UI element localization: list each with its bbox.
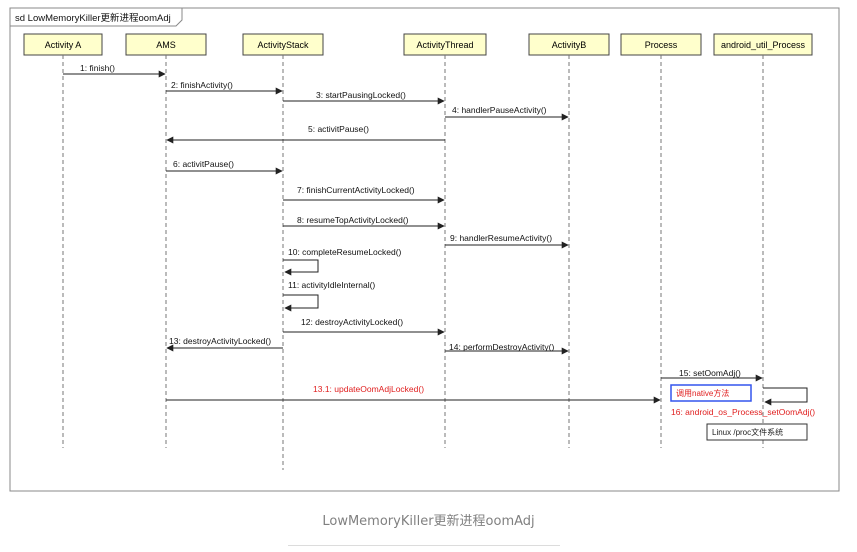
- diagram-caption: LowMemoryKiller更新进程oomAdj: [322, 514, 535, 529]
- diagram-frame: [9, 7, 840, 492]
- lifeline-label-activity-thread: ActivityThread: [416, 40, 473, 50]
- message-5: 5: activitPause(): [166, 124, 445, 144]
- message-12: 12: destroyActivityLocked(): [283, 317, 445, 336]
- svg-text:14: performDestroyActivity(): 14: performDestroyActivity(): [449, 342, 554, 352]
- svg-text:16: android_os_Process_setOomA: 16: android_os_Process_setOomAdj(): [671, 407, 815, 417]
- svg-text:1: finish(): 1: finish(): [80, 63, 115, 73]
- svg-text:5: activitPause(): 5: activitPause(): [308, 124, 369, 134]
- frame-label-tab: [9, 7, 183, 27]
- message-9: 9: handlerResumeActivity(): [445, 233, 569, 249]
- frame-label: sd LowMemoryKiller更新进程oomAdj: [15, 12, 171, 24]
- message-7: 7: finishCurrentActivityLocked(): [283, 185, 445, 204]
- svg-text:11: activityIdleInternal(): 11: activityIdleInternal(): [288, 280, 375, 290]
- message-13-1: 13.1: updateOomAdjLocked(): [166, 384, 661, 404]
- svg-text:调用native方法: 调用native方法: [676, 388, 729, 398]
- message-1: 1: finish(): [63, 63, 166, 78]
- svg-text:6: activitPause(): 6: activitPause(): [173, 159, 234, 169]
- svg-text:13.1: updateOomAdjLocked(): 13.1: updateOomAdjLocked(): [313, 384, 424, 394]
- lifeline-label-activity-b: ActivityB: [552, 40, 587, 50]
- svg-text:2: finishActivity(): 2: finishActivity(): [171, 80, 233, 90]
- note-linux-proc: Linux /proc文件系统: [706, 423, 808, 441]
- lifeline-activity-thread: ActivityThread: [403, 33, 487, 448]
- message-16-self: 16: android_os_Process_setOomAdj(): [671, 387, 815, 417]
- message-6: 6: activitPause(): [166, 159, 283, 175]
- message-3: 3: startPausingLocked(): [283, 90, 445, 105]
- svg-text:13: destroyActivityLocked(): 13: destroyActivityLocked(): [169, 336, 271, 346]
- svg-text:3: startPausingLocked(): 3: startPausingLocked(): [316, 90, 406, 100]
- svg-text:7: finishCurrentActivityLocked: 7: finishCurrentActivityLocked(): [297, 185, 415, 195]
- svg-text:15: setOomAdj(): 15: setOomAdj(): [679, 368, 741, 378]
- svg-text:10: completeResumeLocked(): 10: completeResumeLocked(): [288, 247, 402, 257]
- svg-text:Linux /proc文件系统: Linux /proc文件系统: [712, 427, 783, 437]
- lifeline-activity-a: Activity A: [23, 33, 103, 448]
- message-8: 8: resumeTopActivityLocked(): [283, 215, 445, 230]
- lifeline-ams: AMS: [125, 33, 207, 448]
- lifeline-label-activity-stack: ActivityStack: [257, 40, 309, 50]
- message-11-self: 11: activityIdleInternal(): [283, 280, 375, 312]
- message-10-self: 10: completeResumeLocked(): [283, 247, 402, 276]
- lifeline-activity-b: ActivityB: [528, 33, 610, 448]
- caption-divider: [288, 545, 560, 546]
- svg-text:9: handlerResumeActivity(): 9: handlerResumeActivity(): [450, 233, 552, 243]
- lifeline-process: Process: [620, 33, 702, 448]
- message-14: 14: performDestroyActivity(): [445, 342, 569, 355]
- lifeline-label-process: Process: [645, 40, 678, 50]
- note-native-method: 调用native方法: [670, 384, 752, 402]
- svg-text:12: destroyActivityLocked(): 12: destroyActivityLocked(): [301, 317, 403, 327]
- lifeline-activity-stack: ActivityStack: [242, 33, 324, 470]
- lifeline-label-activity-a: Activity A: [45, 40, 82, 50]
- message-2: 2: finishActivity(): [166, 80, 283, 95]
- svg-text:8: resumeTopActivityLocked(): 8: resumeTopActivityLocked(): [297, 215, 409, 225]
- svg-text:4: handlerPauseActivity(): 4: handlerPauseActivity(): [452, 105, 547, 115]
- lifeline-label-android-util-process: android_util_Process: [721, 40, 806, 50]
- lifeline-label-ams: AMS: [156, 40, 176, 50]
- message-15: 15: setOomAdj(): [661, 368, 763, 382]
- message-4: 4: handlerPauseActivity(): [445, 105, 569, 121]
- sequence-diagram: sd LowMemoryKiller更新进程oomAdj Activity A …: [9, 7, 840, 492]
- lifeline-android-util-process: android_util_Process: [713, 33, 813, 448]
- message-13: 13: destroyActivityLocked(): [166, 336, 283, 352]
